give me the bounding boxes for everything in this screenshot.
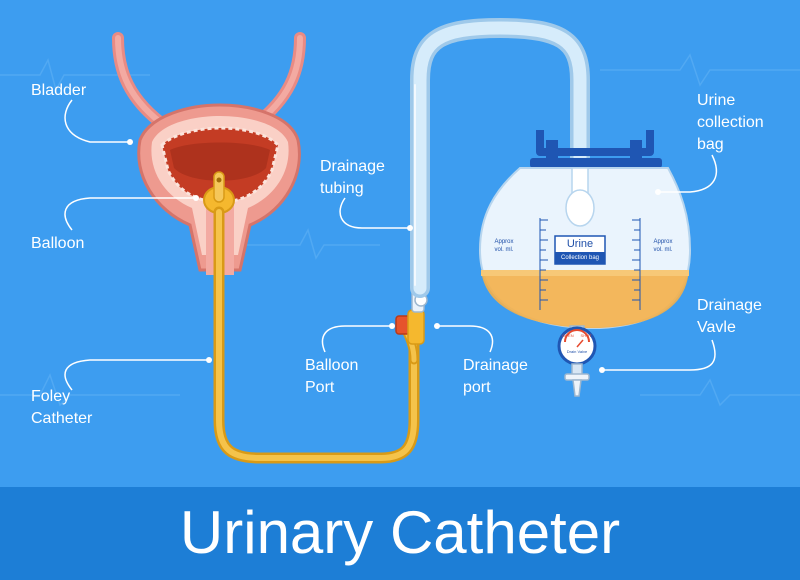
bag-approx-right: Approx vol. ml. — [653, 239, 673, 253]
label-drainage-tubing: Drainage tubing — [320, 158, 385, 197]
bag-approx-left: Approx vol. ml. — [494, 239, 514, 253]
leader-lines — [64, 99, 718, 391]
label-drainage-port: Drainage port — [463, 357, 528, 396]
valve-shut-text: SHUT — [580, 333, 592, 338]
bag-subtitle: Collection bag — [560, 255, 600, 261]
foley-catheter-tube — [213, 206, 420, 464]
label-drainage-valve: Drainage Vavle — [697, 297, 762, 336]
collection-bag-graphic — [478, 130, 692, 397]
drainage-tubing-graphic — [410, 17, 590, 298]
page-title: Urinary Catheter — [179, 499, 621, 566]
balloon-graphic — [203, 171, 235, 214]
label-balloon: Balloon — [31, 235, 85, 252]
valve-open-text: OPEN — [562, 333, 574, 338]
valve-name-text: Drain Valve — [566, 349, 588, 354]
title-band — [0, 487, 800, 580]
label-balloon-port: Balloon Port — [305, 357, 359, 396]
background-waves — [0, 53, 800, 407]
label-bladder: Bladder — [31, 82, 87, 99]
label-foley-catheter: Foley Catheter — [31, 388, 93, 427]
bag-title: Urine — [566, 238, 594, 250]
label-urine-collection-bag: Urine collection bag — [697, 92, 764, 153]
